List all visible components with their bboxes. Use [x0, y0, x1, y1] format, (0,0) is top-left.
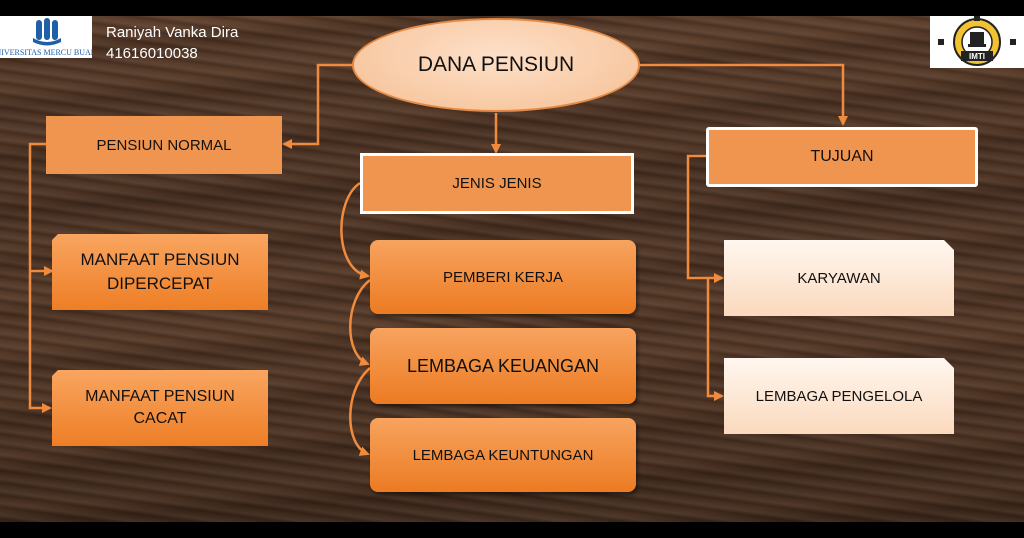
left-title-node: PENSIUN NORMAL — [46, 116, 282, 174]
right-title-node: TUJUAN — [706, 127, 978, 187]
left-item-node: MANFAAT PENSIUN CACAT — [52, 370, 268, 446]
root-node: DANA PENSIUN — [352, 18, 640, 112]
left-title-label: PENSIUN NORMAL — [96, 136, 232, 154]
middle-item-label: LEMBAGA KEUNTUNGAN — [412, 446, 594, 464]
author-info: Raniyah Vanka Dira 41616010038 — [106, 22, 238, 64]
middle-title-label: JENIS JENIS — [452, 175, 542, 192]
right-title-label: TUJUAN — [810, 148, 874, 165]
imti-logo: IMTI — [930, 16, 1024, 68]
left-item-label: MANFAAT PENSIUN CACAT — [85, 388, 235, 427]
middle-item-node: PEMBERI KERJA — [370, 240, 636, 314]
root-label: DANA PENSIUN — [417, 53, 575, 76]
bottom-black-bar — [0, 522, 1024, 538]
left-item-node: MANFAAT PENSIUN DIPERCEPAT — [52, 234, 268, 310]
right-item-label: KARYAWAN — [797, 269, 881, 287]
top-black-bar — [0, 0, 1024, 16]
logo-text: UNIVERSITAS MERCU BUANA — [0, 48, 92, 57]
right-item-node: KARYAWAN — [724, 240, 954, 316]
author-name: Raniyah Vanka Dira — [106, 24, 239, 41]
left-item-label: MANFAAT PENSIUN DIPERCEPAT — [80, 250, 240, 293]
right-item-node: LEMBAGA PENGELOLA — [724, 358, 954, 434]
middle-title-node: JENIS JENIS — [360, 153, 634, 214]
university-logo: UNIVERSITAS MERCU BUANA — [0, 16, 103, 58]
middle-item-label: LEMBAGA KEUANGAN — [406, 355, 600, 376]
middle-item-node: LEMBAGA KEUNTUNGAN — [370, 418, 636, 492]
middle-item-label: PEMBERI KERJA — [442, 268, 564, 286]
imti-logo-text: IMTI — [969, 52, 985, 61]
middle-item-node: LEMBAGA KEUANGAN — [370, 328, 636, 404]
right-item-label: LEMBAGA PENGELOLA — [755, 387, 923, 405]
author-id: 41616010038 — [106, 45, 198, 62]
